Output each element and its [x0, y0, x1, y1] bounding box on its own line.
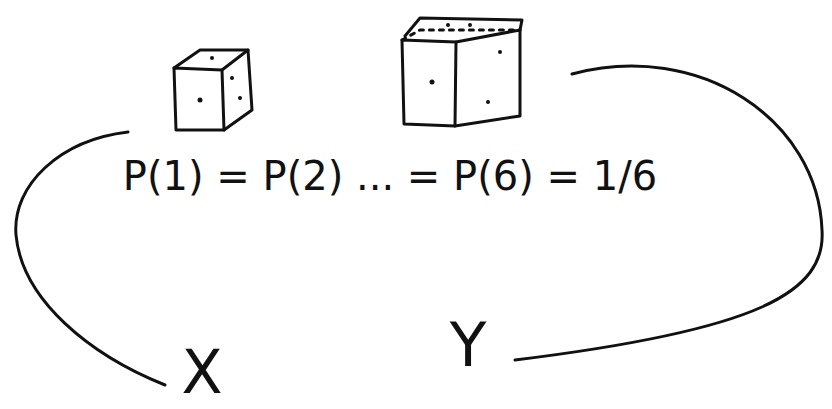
curve-to-y: [515, 66, 822, 360]
die-front: [174, 68, 224, 130]
die-pip: [230, 76, 234, 80]
variable-label: X: [181, 339, 222, 405]
die-pip: [210, 56, 214, 60]
die-pip: [468, 23, 472, 27]
variable-label: Y: [450, 312, 487, 378]
die-top: [405, 18, 522, 36]
die-front: [402, 40, 456, 126]
die-pip: [238, 96, 242, 100]
die-side: [455, 30, 520, 126]
die-side: [222, 50, 252, 130]
probability-equation: P(1) = P(2) ... = P(6) = 1/6: [123, 154, 657, 198]
die-top: [174, 50, 248, 68]
die-pip: [446, 23, 450, 27]
die-pip: [430, 80, 435, 85]
die-pip: [498, 50, 502, 54]
die-pip: [198, 98, 203, 103]
die-pip: [486, 100, 490, 104]
die-top: [402, 30, 520, 40]
